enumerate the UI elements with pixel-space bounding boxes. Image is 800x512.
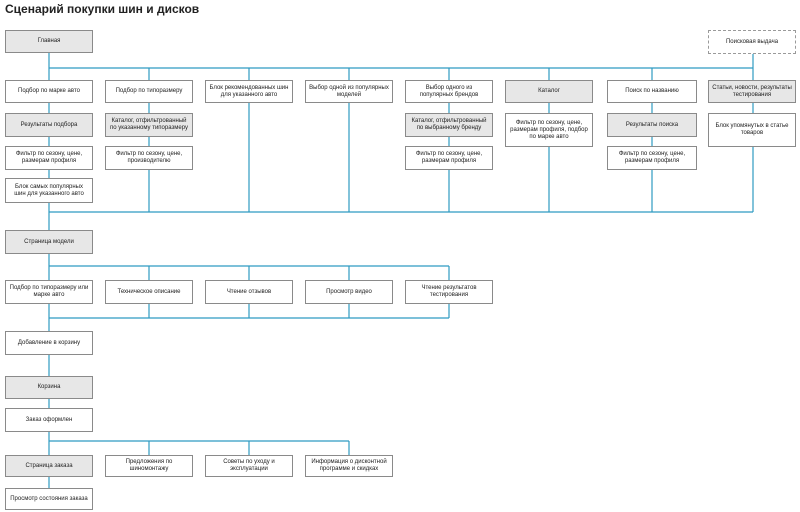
popular-brands-label: Выбор одного из популярных брендов <box>419 84 479 98</box>
model-page-label: Страница модели <box>24 238 74 245</box>
order-status-label: Просмотр состояния заказа <box>10 495 88 502</box>
test-results-node: Чтение результатов тестирования <box>405 280 493 304</box>
filter-car-node: Фильтр по сезону, цене, размерам профиля <box>5 146 93 170</box>
home-label: Главная <box>37 38 61 44</box>
filter-brand-node: Фильтр по сезону, цене, размерам профиля <box>405 146 493 170</box>
video-node: Просмотр видео <box>305 280 393 304</box>
mentioned-goods-node: Блок упомянутых в статье товаров <box>708 113 796 147</box>
model-by-size-car-label: Подбор по типоразмеру или марке авто <box>9 285 89 298</box>
catalog-by-brand-label: Каталог, отфильтрованный по выбранному б… <box>411 118 487 131</box>
catalog-by-brand-node: Каталог, отфильтрованный по выбранному б… <box>405 113 493 137</box>
search-results-node: Поисковая выдача <box>708 30 796 54</box>
tech-description-node: Техническое описание <box>105 280 193 304</box>
by-size-label: Подбор по типоразмеру <box>115 88 183 94</box>
filter-size-label: Фильтр по сезону, цене, производителю <box>115 151 183 164</box>
catalog-by-size-label: Каталог, отфильтрованный по указанному т… <box>110 118 188 131</box>
tire-fitting-label: Предложения по шиномонтажу <box>125 459 173 472</box>
discount-info-node: Информация о дисконтной программе и скид… <box>305 455 393 477</box>
care-tips-label: Советы по уходу и эксплуатации <box>223 459 275 472</box>
test-results-label: Чтение результатов тестирования <box>421 285 477 298</box>
order-page-node: Страница заказа <box>5 455 93 477</box>
filter-name-node: Фильтр по сезону, цене, размерам профиля <box>607 146 697 170</box>
selection-results-label: Результаты подбора <box>20 121 78 128</box>
care-tips-node: Советы по уходу и эксплуатации <box>205 455 293 477</box>
mentioned-goods-label: Блок упомянутых в статье товаров <box>715 123 789 136</box>
diagram-title: Сценарий покупки шин и дисков <box>5 2 200 16</box>
by-car-label: Подбор по марке авто <box>18 88 80 94</box>
articles-label: Статьи, новости, результаты тестирования <box>712 84 792 98</box>
catalog-filter-node: Фильтр по сезону, цене, размерам профиля… <box>505 113 593 147</box>
articles-node: Статьи, новости, результаты тестирования <box>708 80 796 103</box>
reviews-node: Чтение отзывов <box>205 280 293 304</box>
popular-for-car-node: Блок самых популярных шин для указанного… <box>5 178 93 203</box>
recommended-node: Блок рекомендованных шин для указанного … <box>205 80 293 103</box>
recommended-label: Блок рекомендованных шин для указанного … <box>209 84 289 98</box>
tech-description-label: Техническое описание <box>117 288 181 295</box>
catalog-by-size-node: Каталог, отфильтрованный по указанному т… <box>105 113 193 137</box>
order-page-label: Страница заказа <box>25 462 73 469</box>
cart-node: Корзина <box>5 376 93 399</box>
order-placed-node: Заказ оформлен <box>5 408 93 432</box>
filter-name-label: Фильтр по сезону, цене, размерам профиля <box>618 151 686 164</box>
order-status-node: Просмотр состояния заказа <box>5 488 93 510</box>
popular-for-car-label: Блок самых популярных шин для указанного… <box>14 183 84 197</box>
video-label: Просмотр видео <box>326 288 372 295</box>
order-placed-label: Заказ оформлен <box>25 416 73 423</box>
catalog-label: Каталог <box>538 88 560 94</box>
popular-models-node: Выбор одной из популярных моделей <box>305 80 393 103</box>
filter-car-label: Фильтр по сезону, цене, размерам профиля <box>15 151 83 164</box>
catalog-node: Каталог <box>505 80 593 103</box>
name-results-node: Результаты поиска <box>607 113 697 137</box>
model-page-node: Страница модели <box>5 230 93 254</box>
add-to-cart-node: Добавление в корзину <box>5 331 93 355</box>
home-node: Главная <box>5 30 93 53</box>
by-size-node: Подбор по типоразмеру <box>105 80 193 103</box>
selection-results-node: Результаты подбора <box>5 113 93 137</box>
by-name-label: Поиск по названию <box>625 88 679 94</box>
search-results-label: Поисковая выдача <box>725 38 779 45</box>
filter-brand-label: Фильтр по сезону, цене, размерам профиля <box>415 151 483 164</box>
catalog-filter-label: Фильтр по сезону, цене, размерам профиля… <box>510 119 588 140</box>
tire-fitting-node: Предложения по шиномонтажу <box>105 455 193 477</box>
popular-brands-node: Выбор одного из популярных брендов <box>405 80 493 103</box>
reviews-label: Чтение отзывов <box>226 288 272 295</box>
by-car-node: Подбор по марке авто <box>5 80 93 103</box>
filter-size-node: Фильтр по сезону, цене, производителю <box>105 146 193 170</box>
cart-label: Корзина <box>37 384 61 390</box>
name-results-label: Результаты поиска <box>625 121 679 128</box>
by-name-node: Поиск по названию <box>607 80 697 103</box>
model-by-size-car-node: Подбор по типоразмеру или марке авто <box>5 280 93 304</box>
discount-info-label: Информация о дисконтной программе и скид… <box>311 459 387 472</box>
add-to-cart-label: Добавление в корзину <box>17 339 81 346</box>
popular-models-label: Выбор одной из популярных моделей <box>309 84 389 98</box>
